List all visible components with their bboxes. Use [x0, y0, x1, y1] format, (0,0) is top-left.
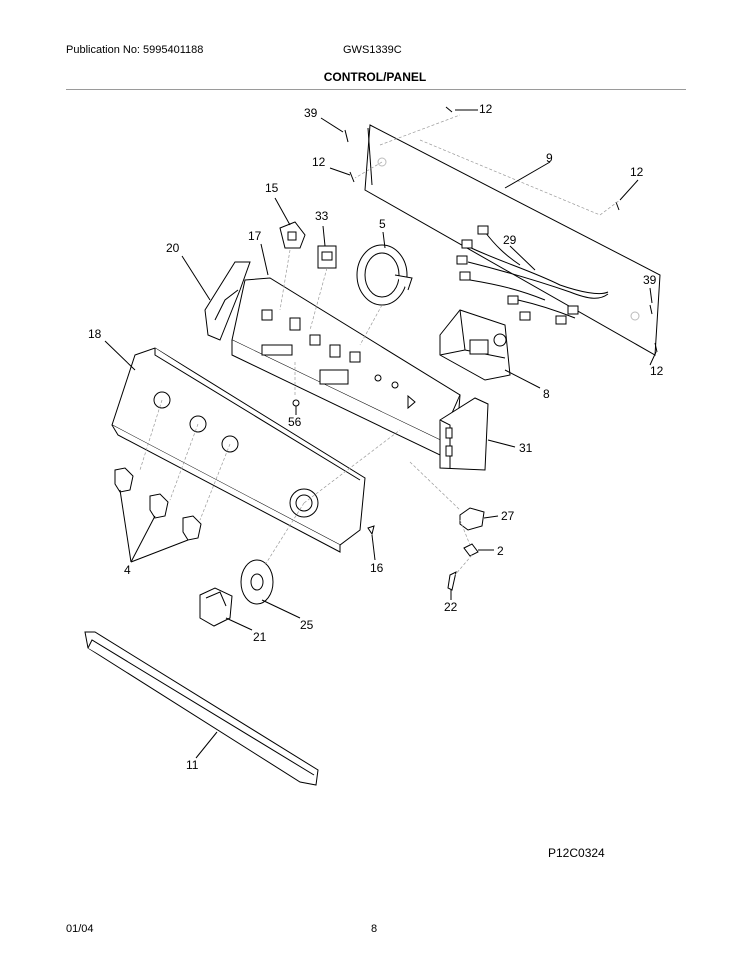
callout-12-top: 12: [479, 102, 493, 116]
callout-39-right: 39: [643, 273, 657, 287]
callout-12-left: 12: [312, 155, 326, 169]
callout-labels: 39 12 12 9 12 15 33 5 17 20 29 39 18 8 1…: [88, 102, 664, 772]
callout-21: 21: [253, 630, 267, 644]
callout-5: 5: [379, 217, 386, 231]
callout-2: 2: [497, 544, 504, 558]
callout-25: 25: [300, 618, 314, 632]
callout-16: 16: [370, 561, 384, 575]
timer-module: [439, 309, 511, 381]
end-cap-left: [204, 261, 251, 341]
knob-set: [114, 467, 202, 541]
callout-12-right: 12: [630, 165, 644, 179]
leader-lines: [104, 109, 657, 759]
drawing-code: P12C0324: [548, 846, 605, 860]
callout-31: 31: [519, 441, 533, 455]
console-panel: [111, 347, 366, 553]
switch-component-33: [317, 245, 337, 269]
callout-4: 4: [124, 563, 131, 577]
timer-knob: [199, 587, 233, 627]
callout-9: 9: [546, 151, 553, 165]
callout-15: 15: [265, 181, 279, 195]
callout-11: 11: [186, 758, 199, 772]
switch-component-15: [279, 221, 306, 249]
callout-33: 33: [315, 209, 329, 223]
small-hardware: [292, 106, 658, 591]
header-rule: [66, 89, 686, 90]
callout-27: 27: [501, 509, 515, 523]
callout-18: 18: [88, 327, 102, 341]
callout-8: 8: [543, 387, 550, 401]
callout-39-top: 39: [304, 106, 318, 120]
callout-22: 22: [444, 600, 458, 614]
end-cap-right: [439, 397, 489, 471]
callout-12-bottom: 12: [650, 364, 664, 378]
model-number: GWS1339C: [343, 44, 402, 56]
selector-switch: [356, 244, 413, 306]
publication-number: Publication No: 5995401188: [66, 44, 204, 56]
front-trim-strip: [84, 631, 319, 786]
callout-20: 20: [166, 241, 180, 255]
assembly-guide-lines: [139, 114, 621, 576]
section-title: CONTROL/PANEL: [323, 70, 427, 84]
footer-date: 01/04: [66, 923, 94, 935]
page-number: 8: [371, 923, 378, 935]
wire-harness: [456, 225, 609, 325]
callout-17: 17: [248, 229, 262, 243]
knob-dial: [240, 559, 274, 605]
callout-29: 29: [503, 233, 517, 247]
callout-56: 56: [288, 415, 302, 429]
